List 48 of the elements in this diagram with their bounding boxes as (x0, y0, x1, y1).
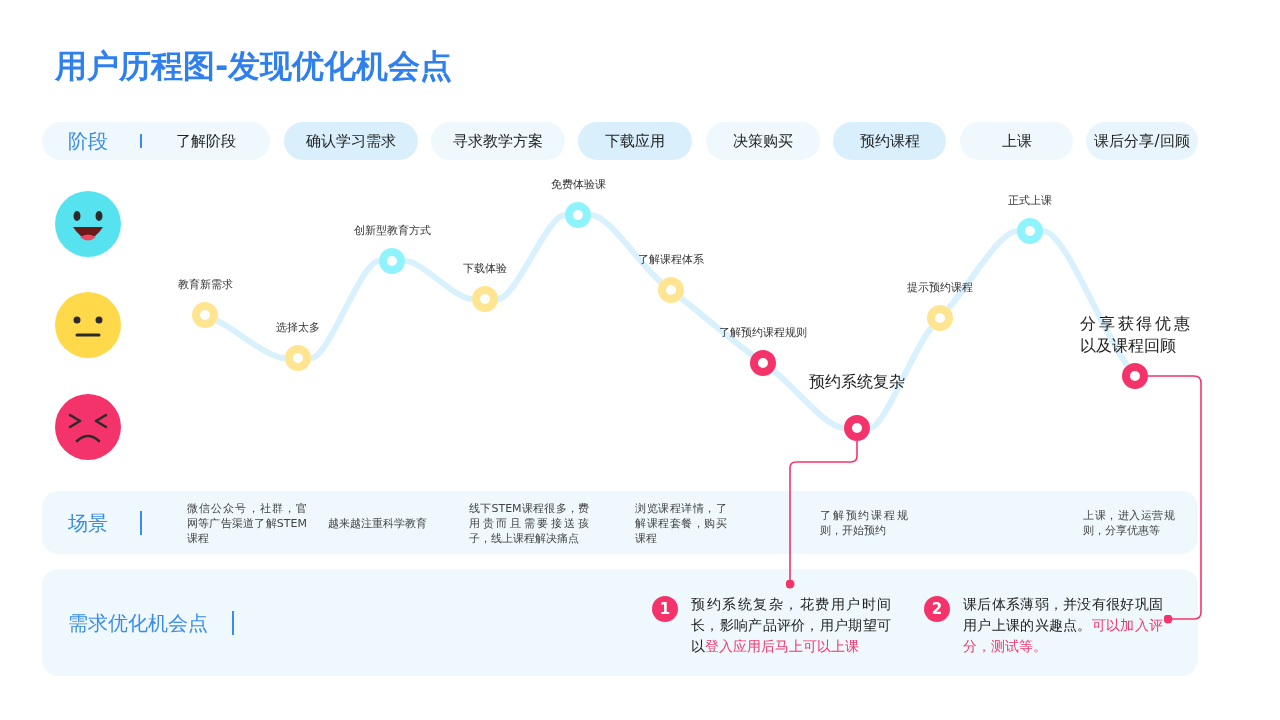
section-heading: 场景 (68, 509, 108, 536)
touchpoint-label: 提示预约课程 (907, 281, 973, 295)
touchpoint-label: 创新型教育方式 (353, 224, 431, 238)
scene-text: 上课，进入运营规则，分享优惠等 (1083, 507, 1175, 538)
scene-text: 微信公众号，社群，官网等广告渠道了解STEM课程 (187, 500, 307, 545)
callout-number: 2 (924, 596, 950, 622)
callout-number: 1 (652, 596, 678, 622)
leader-line (785, 440, 858, 589)
callout-text: 课后体系薄弱，并没有很好巩固用户上课的兴趣点。可以加入评分，测试等。 (963, 595, 1163, 656)
journey-line (946, 228, 1018, 311)
stage-pill: 决策购买 (706, 122, 820, 160)
stage-pill: 上课 (960, 122, 1073, 160)
touchpoint-label: 免费体验课 (550, 178, 606, 192)
journey-line (215, 317, 286, 361)
scene-text: 了解预约课程规则，开始预约 (820, 507, 908, 538)
journey-line (590, 212, 663, 285)
touchpoint-label: 选择太多 (276, 321, 320, 335)
stage-pill: 确认学习需求 (284, 122, 418, 160)
journey-line (309, 258, 381, 361)
stage-pill (42, 122, 270, 160)
touchpoint-label: 了解预约课程规则 (719, 326, 807, 340)
stage-pill: 下载应用 (578, 122, 692, 160)
stage-pill: 课后分享/回顾 (1086, 122, 1198, 160)
journey-line (868, 326, 934, 431)
journey-line (771, 368, 845, 431)
section-heading: 需求优化机会点 (68, 609, 208, 636)
touchpoint-label: 教育新需求 (177, 278, 233, 292)
touchpoint-label: 正式上课 (1008, 194, 1052, 208)
journey-line (497, 212, 566, 302)
scene-band (42, 491, 1198, 554)
journey-line (1042, 228, 1130, 368)
journey-line (679, 295, 755, 358)
stage-label: 了解阶段 (174, 131, 237, 151)
leader-line (1147, 375, 1202, 624)
touchpoint-label: 了解课程体系 (638, 253, 704, 267)
opportunity-band (42, 569, 1198, 676)
scene-text: 线下STEM课程很多，费用贵而且需要接送孩子，线上课程解决痛点 (469, 500, 589, 545)
touchpoint-label: 下载体验 (463, 262, 507, 276)
pain-point-label: 预约系统复杂 (809, 371, 905, 393)
pain-point-label: 分享获得优惠以及课程回顾 (1080, 313, 1190, 357)
title: 用户历程图-发现优化机会点 (55, 46, 453, 86)
section-heading: 阶段 (68, 127, 108, 155)
callout-text: 预约系统复杂，花费用户时间长，影响产品评价，用户期望可以登入应用后马上可以上课 (691, 595, 891, 656)
journey-line (404, 258, 473, 302)
scene-text: 浏览课程详情，了解课程套餐，购买课程 (635, 500, 727, 545)
scene-text: 越来越注重科学教育 (328, 515, 428, 530)
stage-pill: 预约课程 (833, 122, 946, 160)
stage-pill: 寻求教学方案 (431, 122, 565, 160)
